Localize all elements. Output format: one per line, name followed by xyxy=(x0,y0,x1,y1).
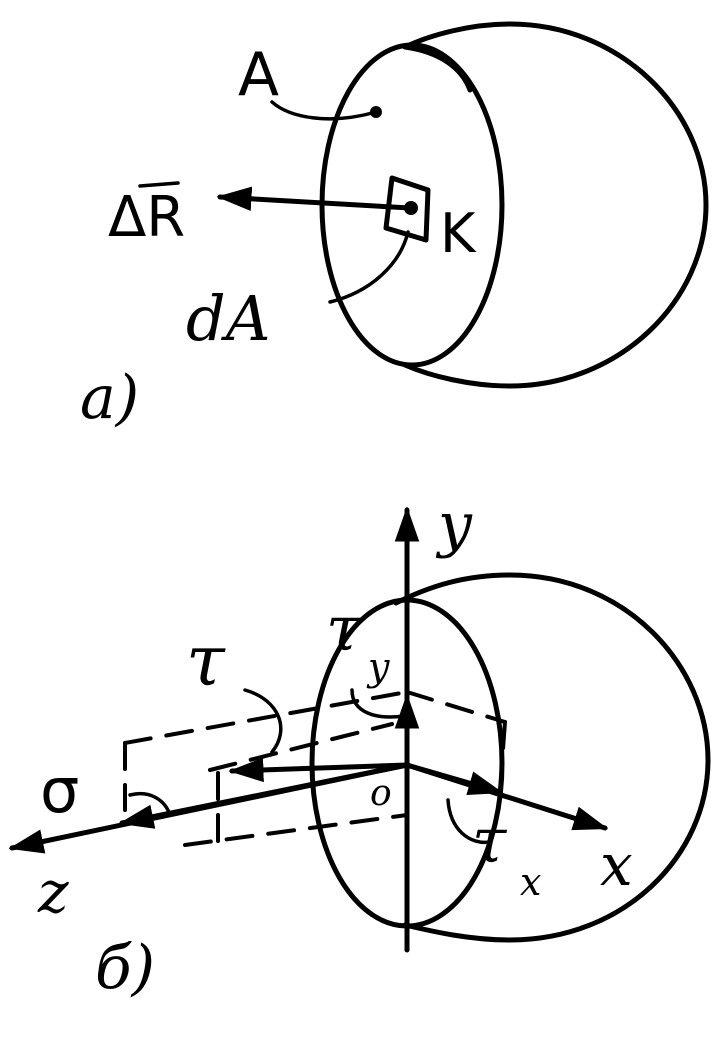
caption-b: б) xyxy=(95,933,155,1003)
area-point xyxy=(370,106,382,118)
origin-label: o xyxy=(370,773,392,814)
dash-top-right xyxy=(405,690,507,724)
caption-a: a) xyxy=(80,363,139,433)
sigma-leader-arc xyxy=(128,792,172,817)
tau-leader-arc xyxy=(243,688,283,754)
point-label-k: K xyxy=(440,202,477,265)
element-square xyxy=(383,175,431,243)
element-label: dA xyxy=(186,282,270,355)
cylinder-rim-a xyxy=(402,44,473,93)
sigma-label: σ xyxy=(40,754,79,827)
area-label-a: A xyxy=(238,40,279,110)
panel-b: y x z o τ τ y τ x xyxy=(8,490,711,1003)
area-leader-line xyxy=(270,100,378,121)
axis-x-label: x xyxy=(600,831,633,899)
tau-x-leader-arc xyxy=(446,798,492,845)
element-leader-line xyxy=(328,230,410,304)
dash-bottom xyxy=(183,813,409,847)
tau-x-vector xyxy=(404,762,504,795)
dash-top-back xyxy=(123,690,409,745)
tau-label: τ xyxy=(186,620,226,702)
cylinder-outline-b xyxy=(393,572,711,943)
sigma-vector xyxy=(118,762,410,829)
tau-x-subscript: x xyxy=(520,860,541,904)
tau-y-label: τ xyxy=(326,592,362,665)
axis-z-label: z xyxy=(37,858,69,926)
cylinder-b xyxy=(309,572,711,943)
dash-mid xyxy=(208,722,394,772)
point-k xyxy=(404,201,418,215)
cylinder-outline-a xyxy=(402,21,709,389)
axis-y-label: y xyxy=(435,490,473,560)
force-label: ΔR xyxy=(108,185,185,250)
force-vector-arrow xyxy=(216,186,413,212)
tau-vector xyxy=(228,757,410,783)
tau-y-leader-arc xyxy=(350,688,406,719)
panel-a: A ΔR K dA a) xyxy=(80,21,709,433)
force-overbar xyxy=(138,181,180,188)
tau-y-subscript: y xyxy=(366,645,390,689)
